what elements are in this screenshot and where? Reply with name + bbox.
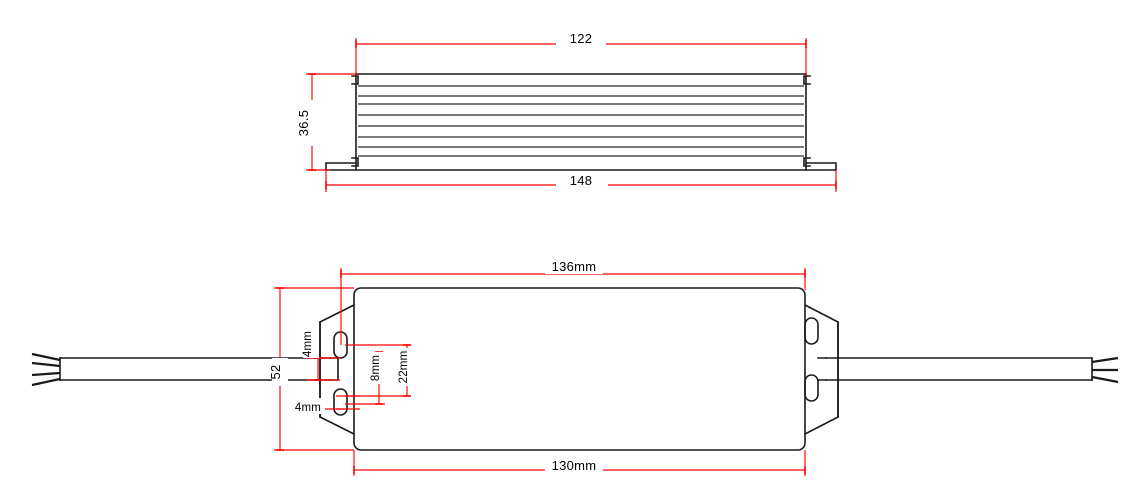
right-mounting-bracket: [803, 303, 839, 436]
dimension-4mm-upper: 4mm: [302, 330, 340, 381]
dimension-130mm-label: 130mm: [552, 458, 597, 473]
right-bracket-slot-upper: [804, 317, 819, 345]
dimension-36-5: 36.5: [296, 73, 356, 171]
front-corner-lug-top-left: [351, 75, 359, 85]
dimension-8mm-label: 8mm: [370, 355, 382, 381]
right-cable-lead-wires: [1091, 356, 1119, 384]
left-cable-lead-wires: [31, 352, 61, 387]
dimension-36-5-label: 36.5: [296, 110, 311, 137]
dimension-8mm: 8mm: [345, 351, 387, 405]
left-bracket-slot-lower: [333, 388, 348, 416]
dimension-4mm-lower-label: 4mm: [295, 402, 321, 414]
dimension-148-label: 148: [570, 173, 593, 188]
plan-body-outline: [353, 287, 806, 451]
right-bracket-slot-lower: [804, 374, 819, 402]
dimension-4mm-lower: 4mm: [291, 395, 360, 414]
front-corner-lug-bottom-left: [351, 157, 359, 167]
dimension-52: 52: [268, 287, 354, 451]
dimension-130mm: 130mm: [353, 450, 806, 476]
dimension-122-label: 122: [570, 31, 593, 46]
dimension-122: 122: [355, 30, 807, 76]
front-corner-lug-bottom-right: [803, 157, 811, 167]
dimension-136mm: 136mm: [340, 258, 806, 345]
front-corner-lug-top-right: [803, 75, 811, 85]
cooling-fin-lines: [358, 85, 804, 157]
dimension-52-label: 52: [268, 364, 283, 379]
front-elevation-view: 122 36.5 148: [296, 30, 837, 192]
dimension-4mm-upper-label: 4mm: [302, 331, 314, 357]
dimension-136mm-label: 136mm: [552, 259, 597, 274]
dimension-148: 148: [325, 170, 837, 192]
dimension-22mm: 22mm: [345, 344, 415, 397]
bottom-plan-view: 136mm 130mm 52: [31, 258, 1119, 476]
dimension-22mm-label: 22mm: [398, 351, 410, 384]
